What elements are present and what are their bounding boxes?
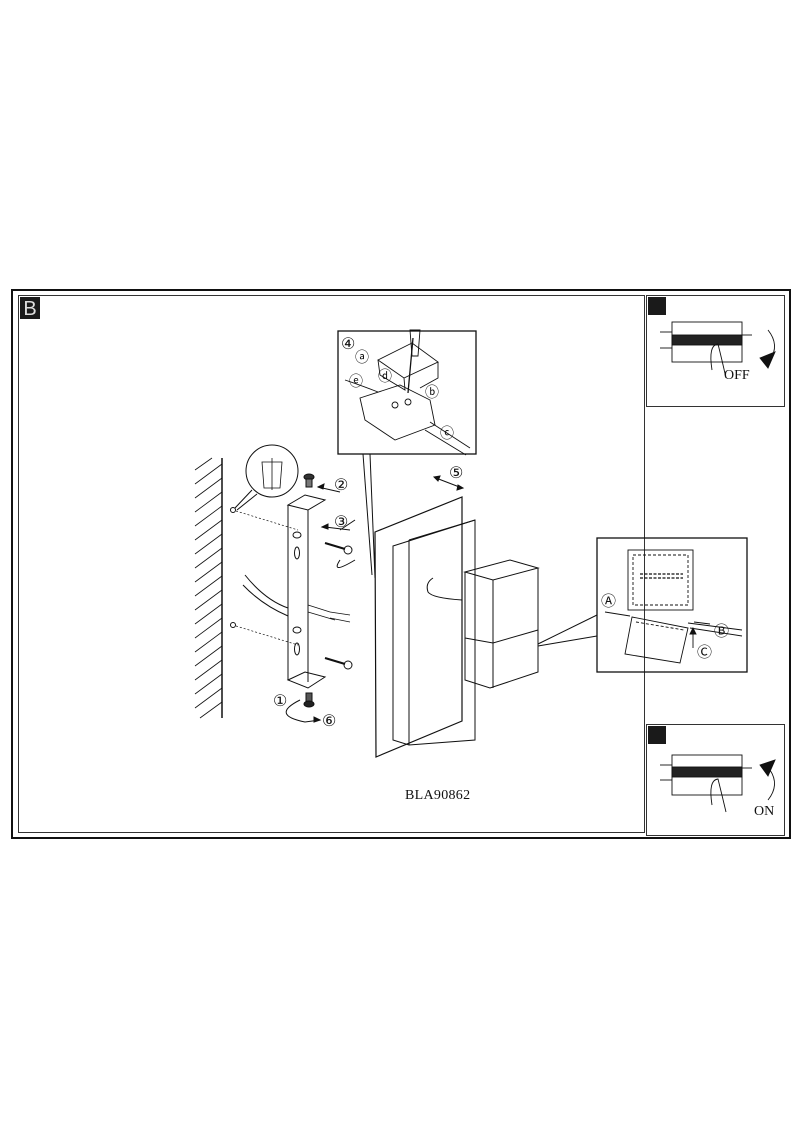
- step-6-label: ⑥: [322, 713, 336, 730]
- diffuser-detail-box: [596, 537, 748, 673]
- main-diagram-panel: [18, 295, 645, 833]
- breaker-on: [660, 754, 776, 813]
- callout-C: Ⓒ: [697, 644, 712, 661]
- power-off-panel: [646, 295, 785, 407]
- wall-screw-upper: [324, 542, 353, 555]
- wall-screw-lower: [324, 657, 353, 670]
- off-label: OFF: [724, 368, 750, 383]
- callout-e: ⓔ: [349, 374, 363, 390]
- model-code: BLA90862: [405, 788, 471, 803]
- callout-B: Ⓑ: [714, 623, 729, 640]
- breaker-off: [660, 321, 776, 379]
- step-3-label: ③: [334, 514, 348, 531]
- section-badge: B: [20, 297, 40, 320]
- screw-top: [303, 473, 315, 488]
- power-off-badge: [648, 297, 666, 315]
- callout-a: ⓐ: [355, 350, 369, 366]
- wiring-detail-box: [337, 330, 477, 455]
- callout-c: ⓒ: [440, 426, 454, 442]
- step-2-label: ②: [334, 477, 348, 494]
- on-label: ON: [754, 804, 775, 819]
- power-on-badge: [648, 726, 666, 744]
- callout-d: ⓓ: [378, 369, 392, 385]
- callout-b: ⓑ: [425, 385, 439, 401]
- wall-plug-magnifier: [245, 444, 299, 498]
- wall-lamp: [374, 496, 540, 758]
- step-5-label: ⑤: [449, 465, 463, 482]
- step-4-label: ④: [341, 336, 355, 353]
- wall-hatch: [194, 457, 223, 719]
- callout-A: Ⓐ: [601, 593, 616, 610]
- screw-bottom: [303, 692, 315, 708]
- step-1-label: ①: [273, 693, 287, 710]
- mounting-bracket: [286, 494, 327, 689]
